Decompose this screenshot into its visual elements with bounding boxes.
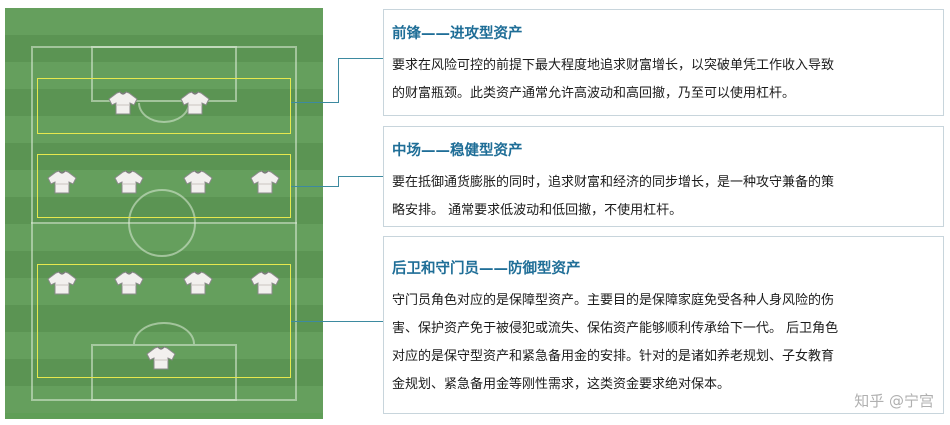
jersey-icon	[183, 271, 213, 295]
section-title: 中场——稳健型资产	[392, 139, 523, 160]
forward-section: 前锋——进攻型资产 要求在风险可控的前提下最大程度地追求财富增长，以突破单凭工作…	[383, 9, 944, 116]
connector-forward	[338, 58, 339, 103]
jersey-icon	[47, 271, 77, 295]
jersey-icon	[114, 271, 144, 295]
section-line: 的财富瓶颈。此类资产通常允许高波动和高回撤，乃至可以使用杠杆。	[392, 80, 937, 108]
section-line: 对应的是保守型资产和紧急备用金的安排。针对的是诸如养老规划、子女教育	[392, 343, 937, 371]
section-line: 略安排。 通常要求低波动和低回撤，不使用杠杆。	[392, 197, 937, 225]
pitch-stripe	[5, 8, 323, 35]
forward-zone	[37, 78, 291, 134]
watermark: 知乎 @宁宫	[854, 390, 934, 411]
jersey-icon	[114, 170, 144, 194]
connector-forward	[338, 58, 383, 59]
connector-midfield	[338, 176, 383, 177]
jersey-icon	[250, 170, 280, 194]
section-line: 要在抵御通货膨胀的同时，追求财富和经济的同步增长，是一种攻守兼备的策	[392, 169, 937, 197]
connector-midfield	[291, 186, 339, 187]
jersey-icon	[250, 271, 280, 295]
defense-section: 后卫和守门员——防御型资产 守门员角色对应的是保障型资产。主要目的是保障家庭免受…	[383, 236, 944, 414]
jersey-icon	[183, 170, 213, 194]
section-title: 前锋——进攻型资产	[392, 22, 523, 43]
connector-forward	[291, 102, 339, 103]
jersey-icon	[108, 91, 138, 115]
connector-midfield	[338, 176, 339, 187]
section-title: 后卫和守门员——防御型资产	[392, 257, 581, 278]
section-line: 守门员角色对应的是保障型资产。主要目的是保障家庭免受各种人身风险的伤	[392, 287, 937, 315]
section-line: 害、保护资产免于被侵犯或流失、保佑资产能够顺利传承给下一代。 后卫角色	[392, 315, 937, 343]
jersey-icon	[47, 170, 77, 194]
jersey-icon	[146, 346, 176, 370]
connector-defense	[291, 321, 383, 322]
midfield-section: 中场——稳健型资产 要在抵御通货膨胀的同时，追求财富和经济的同步增长，是一种攻守…	[383, 126, 944, 227]
jersey-icon	[180, 91, 210, 115]
section-line: 要求在风险可控的前提下最大程度地追求财富增长，以突破单凭工作收入导致	[392, 52, 937, 80]
